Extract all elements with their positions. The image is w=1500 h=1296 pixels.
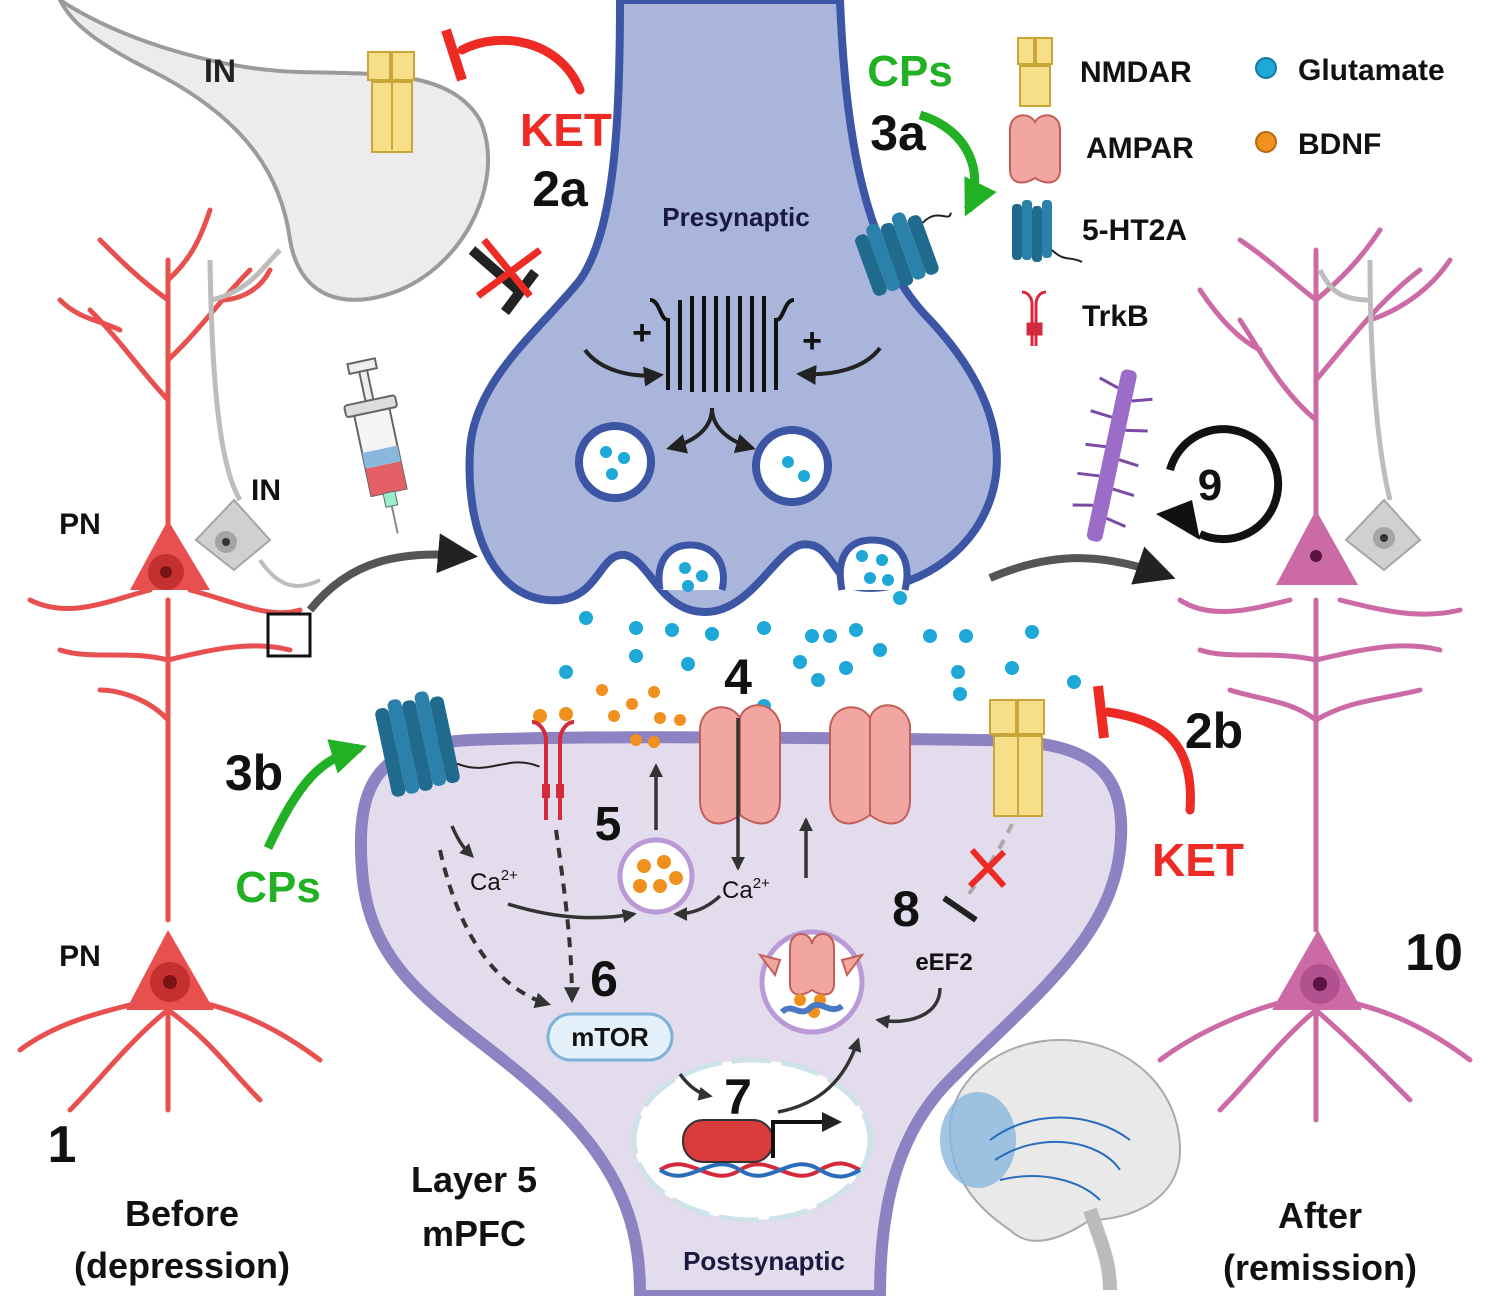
brain-icon (940, 1038, 1182, 1291)
label-mtor: mTOR (571, 1022, 649, 1052)
trkb-receptor-post (531, 707, 575, 820)
glutamate-molecules (559, 591, 1081, 713)
pn-soma-before-bottom (126, 930, 214, 1010)
pn-soma-before-top (130, 520, 210, 590)
ampar-receptor-2 (829, 704, 911, 825)
cps-arrow-3b (263, 739, 367, 850)
legend-glutamate-icon (1255, 57, 1277, 79)
nmdar-receptor-post (989, 699, 1045, 817)
label-before-line2: (depression) (74, 1245, 290, 1286)
legend-trkb-icon (1021, 290, 1047, 346)
label-postsynaptic: Postsynaptic (683, 1246, 845, 1276)
label-pn-top: PN (59, 508, 101, 541)
dashed-arrows (438, 829, 580, 1009)
interneuron-right (1317, 259, 1422, 572)
legend-bdnf-icon (1255, 131, 1277, 153)
release-site-left (655, 541, 727, 592)
label-step-8: 8 (892, 881, 920, 937)
ampar-receptor-1 (699, 704, 781, 825)
label-cps-left: CPs (235, 863, 321, 912)
label-before-line1: Before (125, 1193, 239, 1234)
pyramidal-neuron-after (1157, 227, 1473, 1123)
label-step-10: 10 (1405, 924, 1463, 982)
label-in-top: IN (204, 53, 236, 89)
label-ket-right: KET (1152, 834, 1244, 886)
label-after-line1: After (1278, 1195, 1362, 1236)
label-in-mid: IN (251, 474, 281, 507)
vesicle-right (752, 426, 832, 506)
dna-icon (658, 1161, 861, 1179)
label-ca-left: Ca2+ (470, 867, 518, 896)
bdnf-molecules (596, 684, 686, 748)
vesicle-left (575, 422, 655, 502)
label-step-6: 6 (590, 951, 618, 1007)
label-glutamate: Glutamate (1298, 54, 1445, 87)
gene-promoter (682, 1112, 842, 1163)
ion-channel-cluster (649, 296, 795, 392)
bdnf-vesicle (617, 837, 695, 915)
blocked-inhibition (468, 237, 543, 315)
label-pn-bottom: PN (59, 940, 101, 973)
pn-soma-after-bottom (1272, 930, 1362, 1010)
label-bdnf: BDNF (1298, 128, 1381, 161)
label-step-3b: 3b (225, 745, 283, 801)
label-step-5: 5 (595, 798, 622, 851)
label-nmdar: NMDAR (1080, 56, 1192, 89)
label-ampar: AMPAR (1086, 132, 1194, 165)
nmdar-eef2-blocked (942, 823, 1014, 923)
release-site-right (836, 536, 911, 591)
5ht2a-receptor-post (375, 691, 540, 797)
ket-inhibit-arrow-top (441, 28, 585, 95)
label-step-4: 4 (724, 649, 752, 705)
5ht2a-receptor-presynaptic (855, 212, 952, 296)
label-step-1: 1 (48, 1116, 77, 1174)
cps-arrow-3a (918, 110, 997, 217)
label-layer-line2: mPFC (422, 1213, 526, 1254)
excitation-arrows (583, 346, 882, 454)
label-trkb: TrkB (1082, 300, 1149, 333)
dendrite-segment (1072, 369, 1153, 542)
label-step-9: 9 (1198, 461, 1222, 510)
interneuron-mid-left (194, 248, 321, 588)
legend-ampar-icon (1009, 114, 1061, 184)
label-5ht2a: 5-HT2A (1082, 214, 1187, 247)
legend-5ht2a-icon (1012, 200, 1083, 263)
label-presynaptic: Presynaptic (662, 202, 809, 232)
label-step-3a: 3a (870, 105, 927, 161)
label-step-7: 7 (724, 1069, 752, 1125)
label-cps-top: CPs (867, 47, 953, 96)
nmdar-receptor-top (367, 51, 415, 153)
label-after-line2: (remission) (1223, 1247, 1417, 1288)
label-ket-top: KET (520, 104, 612, 156)
recycle-arrow-icon (1156, 425, 1283, 544)
ampar-vesicle (757, 929, 865, 1035)
label-ca-mid: Ca2+ (722, 875, 770, 904)
zoom-arrow-left (306, 533, 478, 613)
signaling-arrows (450, 718, 942, 1114)
label-step-2b: 2b (1185, 703, 1243, 759)
pn-soma-after-top (1276, 510, 1358, 585)
label-layer-line1: Layer 5 (411, 1159, 537, 1200)
label-eef2: eEF2 (915, 949, 972, 976)
syringe-icon (343, 357, 408, 534)
legend-nmdar-icon (1017, 37, 1053, 107)
label-step-2a: 2a (532, 161, 589, 217)
label-plus-left: + (632, 314, 652, 352)
label-plus-right: + (802, 322, 822, 360)
ket-inhibit-arrow-right (1093, 685, 1195, 815)
zoom-box (266, 612, 312, 658)
zoom-arrow-right (988, 546, 1176, 585)
mtor-node (546, 1012, 674, 1062)
